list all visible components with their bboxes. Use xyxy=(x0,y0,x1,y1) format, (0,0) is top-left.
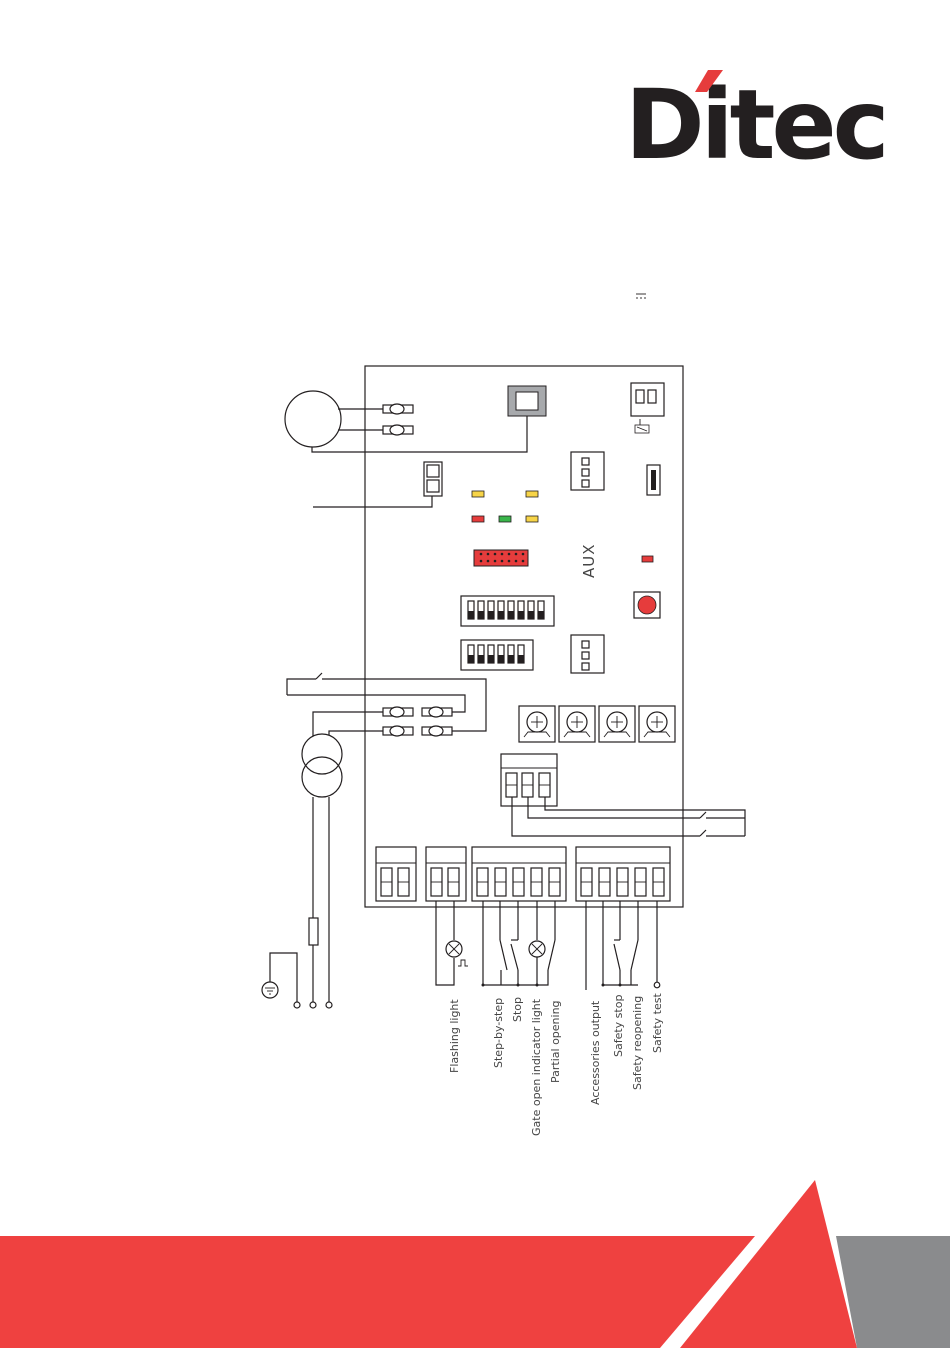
reset-button xyxy=(634,592,660,618)
safety-inputs-wiring xyxy=(586,901,660,990)
programming-header xyxy=(474,550,528,566)
label-safety-reopening: Safety reopening xyxy=(631,996,644,1090)
dip-switch-6 xyxy=(461,640,533,670)
earth-symbol xyxy=(262,953,332,1008)
control-board xyxy=(365,366,683,907)
label-safety-test: Safety test xyxy=(651,993,664,1053)
radio-slot xyxy=(647,465,660,495)
label-partial-opening: Partial opening xyxy=(549,1000,562,1083)
connector-3pin-top xyxy=(571,452,604,490)
rj-connector xyxy=(508,386,546,416)
dc-symbol xyxy=(636,294,646,298)
flashing-light-wiring xyxy=(436,901,468,985)
label-step-by-step: Step-by-step xyxy=(492,998,505,1068)
label-accessories-output: Accessories output xyxy=(589,1000,602,1105)
dip-switch-8 xyxy=(461,596,554,626)
terminal-block-1 xyxy=(376,847,416,901)
label-flashing-light: Flashing light xyxy=(448,999,461,1073)
terminal-block-4 xyxy=(576,847,670,901)
label-safety-stop: Safety stop xyxy=(612,995,625,1057)
transformer-symbol xyxy=(302,734,342,1002)
terminal-block-2 xyxy=(426,847,466,901)
connector-3pin-mid xyxy=(571,635,604,673)
command-inputs-wiring xyxy=(482,901,556,987)
terminal-block-3 xyxy=(472,847,566,901)
label-stop: Stop xyxy=(511,997,524,1022)
aux-label: AUX xyxy=(580,543,598,578)
label-gate-open-indicator-light: Gate open indicator light xyxy=(530,998,543,1136)
